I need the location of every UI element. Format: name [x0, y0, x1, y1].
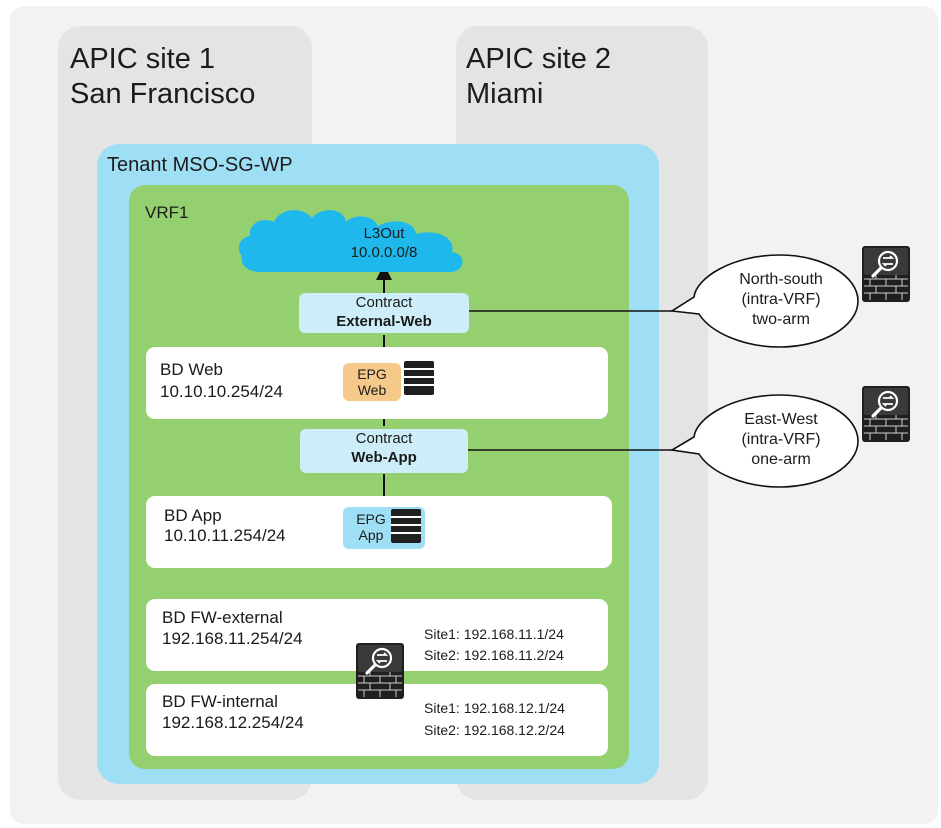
firewall-icon-ew — [860, 384, 912, 444]
contract-external-web: Contract External-Web — [299, 293, 469, 333]
callout-ns-text: North-south (intra-VRF) two-arm — [706, 270, 856, 330]
bd-fw-internal-site2: Site2: 192.168.12.2/24 — [424, 722, 565, 738]
vrf-label: VRF1 — [145, 203, 189, 222]
l3out-subnet: 10.0.0.0/8 — [350, 244, 418, 261]
bd-app-subnet: 10.10.11.254/24 — [164, 526, 286, 545]
bd-web-subnet: 10.10.10.254/24 — [160, 382, 283, 401]
tenant-label: Tenant MSO-SG-WP — [107, 154, 293, 176]
site-1-location: San Francisco — [70, 78, 256, 110]
l3out: L3Out 10.0.0.0/8 — [322, 224, 446, 262]
epg-web-line1: EPG — [357, 366, 387, 382]
contract-label: Contract — [355, 294, 413, 311]
callout-ew-bubble — [669, 394, 859, 488]
bd-web-name: BD Web — [160, 360, 223, 379]
server-icon-web — [404, 361, 434, 395]
contract-name: Web-App — [351, 449, 417, 466]
firewall-icon-bd — [356, 643, 404, 699]
contract-web-app: Contract Web-App — [300, 429, 468, 473]
site-1-name: APIC site 1 — [70, 43, 216, 75]
epg-web: EPG Web — [343, 363, 401, 401]
l3out-name: L3Out — [363, 225, 405, 242]
site-2-location: Miami — [466, 78, 544, 110]
bd-fw-external-site2: Site2: 192.168.11.2/24 — [424, 647, 564, 663]
callout-ew-line3: one-arm — [751, 451, 811, 468]
bd-fw-external-subnet: 192.168.11.254/24 — [162, 629, 303, 648]
callout-ns-line3: two-arm — [752, 311, 810, 328]
site-1-title: APIC site 1 San Francisco — [70, 42, 255, 112]
callout-ew-line1: East-West — [744, 411, 818, 428]
bd-fw-external-name: BD FW-external — [162, 608, 283, 627]
callout-ns-bubble — [669, 254, 859, 348]
bd-fw-internal-site1: Site1: 192.168.12.1/24 — [424, 700, 565, 716]
bd-fw-internal-name: BD FW-internal — [162, 692, 278, 711]
callout-ns-line1: North-south — [739, 271, 823, 288]
epg-app-line2: App — [358, 527, 384, 543]
site-2-name: APIC site 2 — [466, 43, 612, 75]
callout-ew-line2: (intra-VRF) — [741, 431, 821, 448]
bd-fw-internal-subnet: 192.168.12.254/24 — [162, 713, 304, 732]
bd-app-name: BD App — [164, 506, 222, 525]
site-2-title: APIC site 2 Miami — [466, 42, 611, 112]
cloud-icon — [238, 210, 463, 272]
epg-web-line2: Web — [357, 382, 387, 398]
contract-name: External-Web — [336, 313, 432, 330]
callout-ns-line2: (intra-VRF) — [741, 291, 821, 308]
epg-app-line1: EPG — [356, 511, 386, 527]
bd-fw-external-site1: Site1: 192.168.11.1/24 — [424, 626, 564, 642]
callout-ew-text: East-West (intra-VRF) one-arm — [706, 410, 856, 470]
firewall-icon-ns — [860, 244, 912, 304]
server-icon-app — [391, 509, 421, 543]
contract-label: Contract — [355, 430, 413, 447]
